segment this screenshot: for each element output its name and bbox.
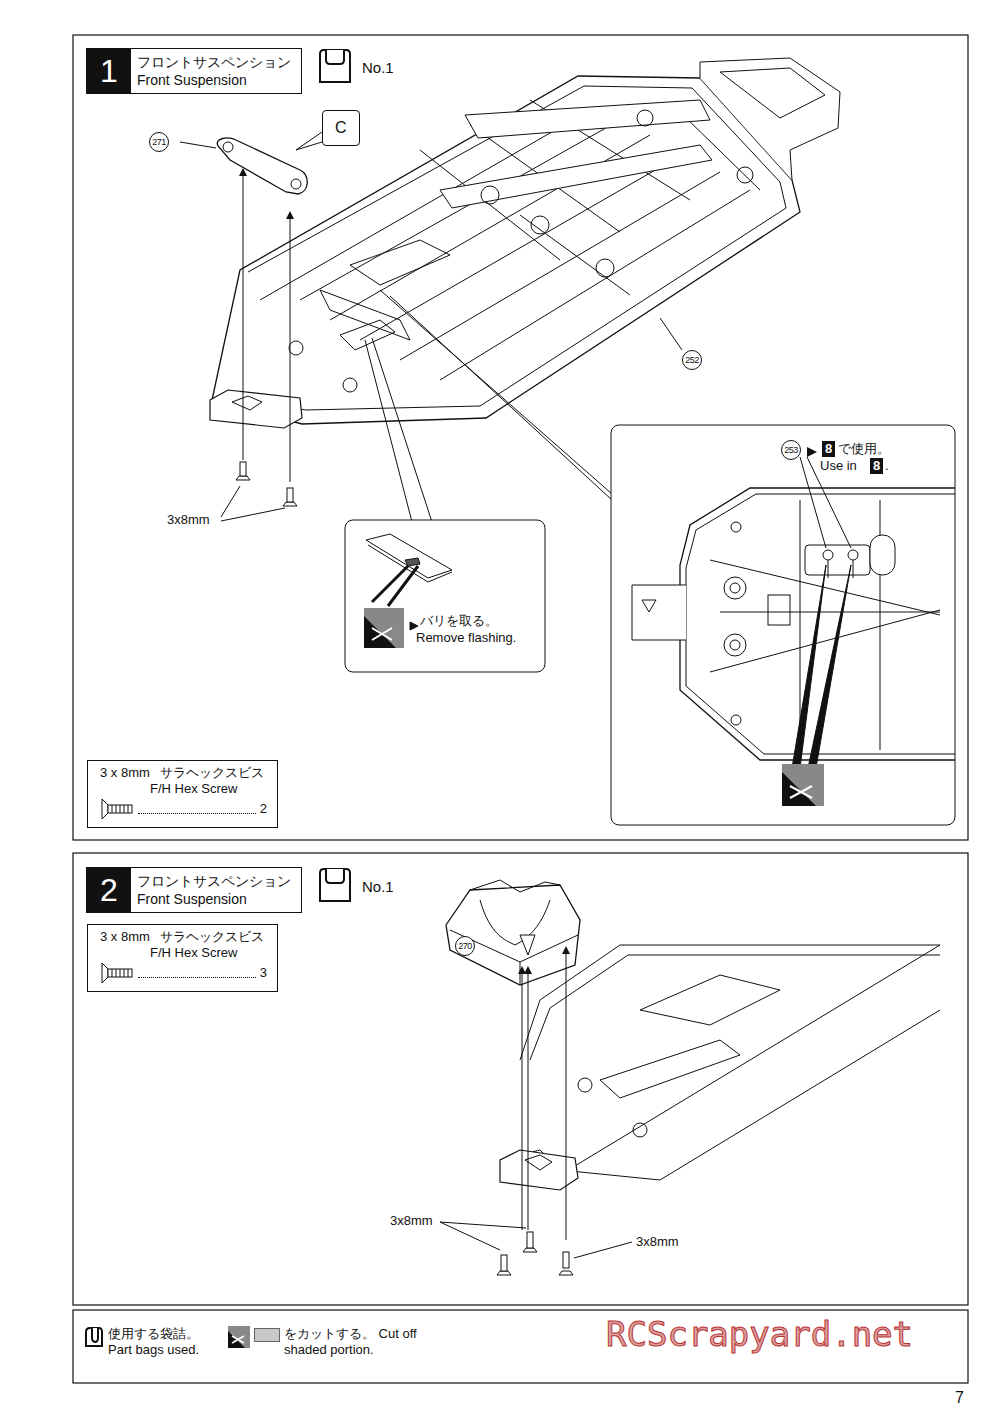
screw-size: 3 x 8mm <box>100 765 150 781</box>
callout-number: 271 <box>149 132 169 152</box>
watermark: RCScrapyard.net <box>606 1312 913 1356</box>
cut-icon <box>228 1326 250 1348</box>
part-letter: C <box>335 118 347 138</box>
screw-row: F/H Hex Screw <box>100 781 267 797</box>
screw-row: 2 <box>100 797 267 821</box>
bag-icon <box>316 867 354 905</box>
screw-size: 3 x 8mm <box>100 929 150 945</box>
step-header: 1フロントサスペンションFront Suspension <box>86 48 302 94</box>
screw-name-en: F/H Hex Screw <box>150 781 237 796</box>
screw-row: 3 <box>100 961 267 985</box>
screw-name-ja: サラヘックスビス <box>160 929 264 945</box>
step-title-line: フロントサスペンション <box>137 53 291 71</box>
part-tag: C <box>322 110 360 146</box>
step-number: 1 <box>87 49 131 93</box>
screw-count: 2 <box>260 801 267 817</box>
callout-number: 252 <box>682 350 702 370</box>
bag-icon <box>316 48 354 86</box>
bag-number: No.1 <box>362 878 394 895</box>
legend-text: 使用する袋詰。 Part bags used. <box>108 1326 208 1358</box>
callout-number: 270 <box>455 936 475 956</box>
screw-row: F/H Hex Screw <box>100 945 267 961</box>
step-title: フロントサスペンションFront Suspension <box>131 868 301 912</box>
callout-note: バリを取る。Remove flashing. <box>416 612 516 646</box>
legend-item: 使用する袋詰。 Part bags used. <box>82 1326 208 1358</box>
bag-number: No.1 <box>362 59 394 76</box>
callout-number: 253 <box>781 440 801 460</box>
screw-name-en: F/H Hex Screw <box>150 945 237 960</box>
bag-icon <box>82 1326 104 1348</box>
legend: 使用する袋詰。 Part bags used. をカットする。 Cut off s… <box>82 1326 444 1358</box>
step-title-line: フロントサスペンション <box>137 872 291 890</box>
pointer-arrow <box>806 446 818 458</box>
dotted-leader <box>138 805 256 814</box>
pointer-wrap <box>806 444 818 462</box>
screw-icon <box>100 961 134 985</box>
screw-icon <box>100 797 134 821</box>
label-text: 3x8mm <box>636 1234 679 1250</box>
step-ref: 8 <box>870 458 883 474</box>
legend-item: をカットする。 Cut off shaded portion. <box>228 1326 444 1358</box>
part-bag: No.1 <box>316 867 394 905</box>
screw-row: 3 x 8mm サラヘックスビス <box>100 929 267 945</box>
part-bag: No.1 <box>316 48 394 86</box>
label-text: . <box>885 458 889 474</box>
step-header: 2フロントサスペンションFront Suspension <box>86 867 302 913</box>
legend-text: をカットする。 Cut off shaded portion. <box>284 1326 444 1358</box>
label-text: 3x8mm <box>390 1213 433 1229</box>
screw-row: 3 x 8mm サラヘックスビス <box>100 765 267 781</box>
note-text: バリを取る。 <box>416 612 516 629</box>
screw-legend: 3 x 8mm サラヘックスビスF/H Hex Screw 2 <box>87 760 278 828</box>
note-text: Remove flashing. <box>416 629 516 646</box>
step-ref: 8 <box>822 441 835 457</box>
step-title-line: Front Suspension <box>137 890 291 908</box>
screw-name-ja: サラヘックスビス <box>160 765 264 781</box>
screw-legend: 3 x 8mm サラヘックスビスF/H Hex Screw 3 <box>87 924 278 992</box>
page-number: 7 <box>955 1390 964 1406</box>
label-text: 3x8mm <box>167 512 210 528</box>
screw-count: 3 <box>260 965 267 981</box>
label-text: Use in <box>820 458 857 474</box>
step-title: フロントサスペンションFront Suspension <box>131 49 301 93</box>
step-number: 2 <box>87 868 131 912</box>
legend-swatch <box>254 1328 280 1342</box>
step-title-line: Front Suspension <box>137 71 291 89</box>
label-text: で使用。 <box>838 441 890 457</box>
dotted-leader <box>138 969 256 978</box>
